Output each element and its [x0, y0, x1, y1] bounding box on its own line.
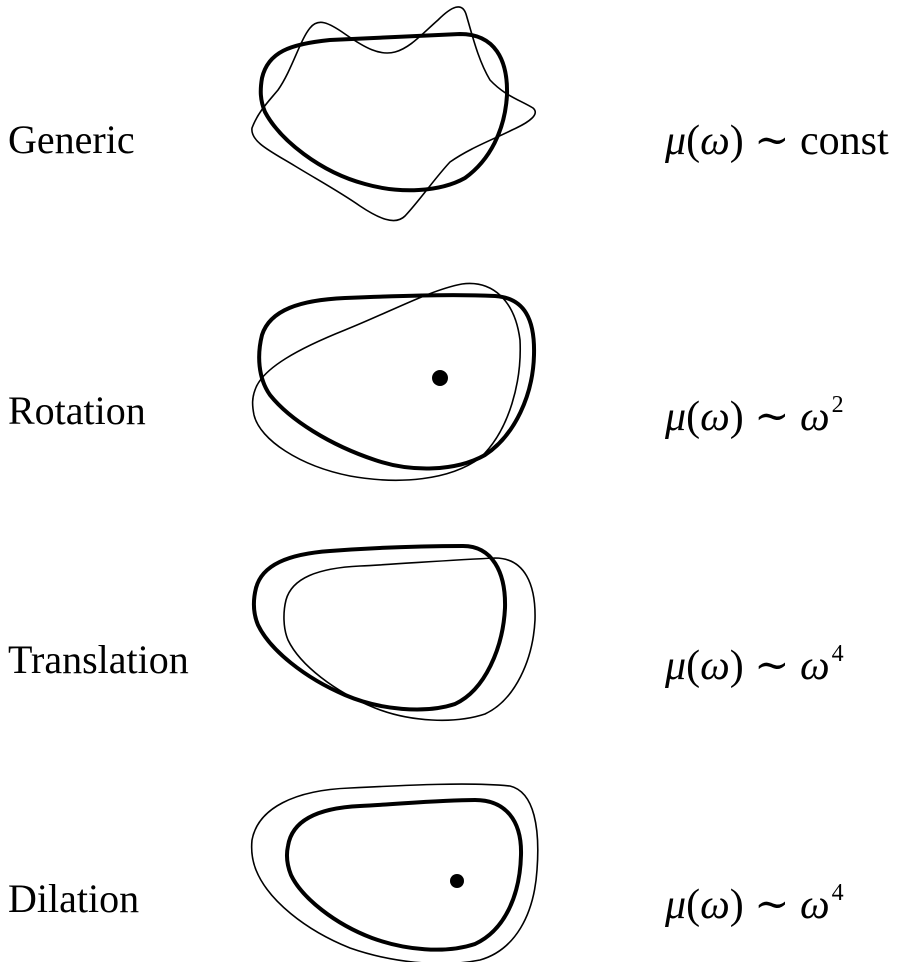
reference-shape-outline — [257, 293, 537, 471]
formula-generic: μ(ω) ∼ const — [665, 118, 889, 164]
translated-shape-outline — [283, 557, 536, 721]
rotation-center-dot — [432, 370, 448, 386]
translation-shape-diagram — [251, 543, 536, 721]
generic-shape-diagram — [251, 6, 536, 222]
reference-shape-outline — [258, 31, 510, 193]
dilated-shape-outline — [250, 783, 539, 962]
reference-shape-outline — [285, 797, 524, 952]
perturbed-shape-outline — [251, 6, 536, 222]
row-label-rotation: Rotation — [8, 388, 146, 433]
row-label-translation: Translation — [8, 637, 189, 682]
rotated-shape-outline — [251, 282, 522, 482]
row-label-dilation: Dilation — [8, 876, 140, 921]
dilation-shape-diagram — [250, 783, 539, 962]
formula-dilation: μ(ω) ∼ ω4 — [665, 880, 844, 928]
dilation-center-dot — [450, 874, 464, 888]
rotation-shape-diagram — [251, 282, 537, 482]
formula-translation: μ(ω) ∼ ω4 — [665, 641, 844, 689]
formula-rotation: μ(ω) ∼ ω2 — [665, 392, 844, 440]
row-label-generic: Generic — [8, 117, 135, 162]
reference-shape-outline — [251, 543, 508, 712]
